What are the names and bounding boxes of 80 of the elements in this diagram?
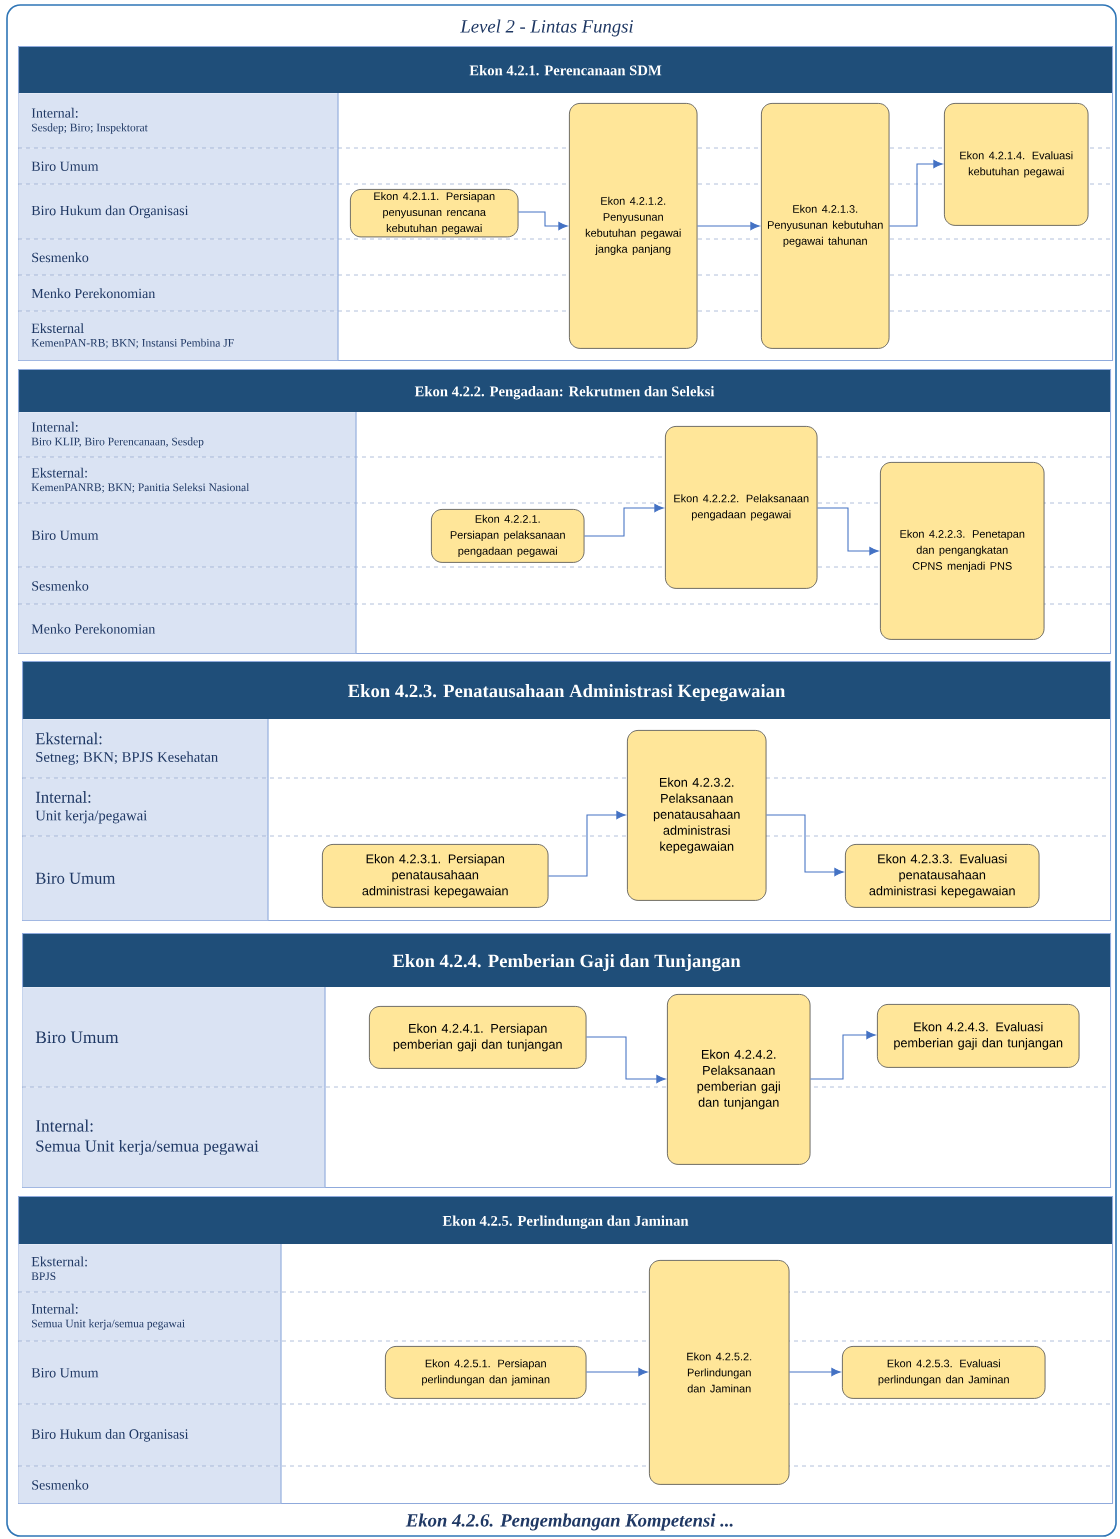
node-label: Internal:	[35, 791, 91, 803]
lane-label-cell: Biro Umum	[18, 148, 339, 185]
page-title: Level 2 - Lintas Fungsi	[460, 19, 634, 37]
node-label: Internal:	[31, 421, 78, 432]
node-label: Biro Umum	[31, 530, 99, 540]
node-label: Internal:	[31, 1303, 78, 1314]
lane-label-cell: Sesmenko	[18, 239, 339, 276]
node-label: Eksternal:	[31, 1256, 87, 1267]
arrow	[583, 503, 664, 537]
process-box: Ekon 4.2.4.2. Pelaksanaan pemberian gaji dan tunjangan	[667, 994, 811, 1165]
process-box: Ekon 4.2.1.2. Penyusunan kebutuhan pegawai jangka panjang	[569, 103, 698, 349]
node-label: Eksternal	[31, 323, 84, 334]
process-box: Ekon 4.2.3.3. Evaluasi penatausahaan administrasi kepegawaian	[845, 844, 1040, 908]
process-box: Ekon 4.2.2.3. Penetapan dan pengangkatan CPNS menjadi PNS	[880, 462, 1045, 640]
node-label: Sesmenko	[32, 580, 89, 591]
process-box: Ekon 4.2.4.1. Persiapan pemberian gaji dan tunjangan	[369, 1006, 587, 1069]
node-label: Eksternal:	[31, 467, 87, 478]
node-label: KemenPAN-RB; BKN; Instansi Pembina JF	[31, 338, 234, 349]
process-box: Ekon 4.2.4.3. Evaluasi pemberian gaji dan tunjangan	[877, 1004, 1080, 1068]
lane-label-cell: Biro Hukum dan Organisasi	[18, 184, 339, 240]
node-label: Setneg; BKN; BPJS Kesehatan	[36, 751, 218, 765]
node-label: Menko Perekonomian	[31, 288, 156, 299]
process-box: Ekon 4.2.5.1. Persiapan perlindungan dan jaminan	[385, 1346, 587, 1399]
arrow	[788, 1367, 841, 1377]
lane-label-cell: Internal: Semua Unit kerja/semua pegawai	[22, 1087, 326, 1188]
process-box: Ekon 4.2.3.2. Pelaksanaan penatausahaan administrasi kepegawaian	[627, 730, 767, 901]
node-label: Biro Umum	[31, 1368, 99, 1378]
lane-label-cell: Eksternal: Setneg; BKN; BPJS Kesehatan	[22, 719, 269, 779]
node-label: KemenPANRB; BKN; Panitia Seleksi Nasional	[31, 483, 250, 493]
node-label: Sesdep; Biro; Inspektorat	[32, 123, 148, 134]
process-box: Ekon 4.2.1.3. Penyusunan kebutuhan pegawai tahunan	[761, 103, 890, 349]
lane-label-cell: Internal: Sesdep; Biro; Inspektorat	[18, 93, 339, 149]
node-label: Internal:	[35, 1119, 93, 1132]
arrow	[888, 159, 943, 227]
next-section-heading: Ekon 4.2.6. Pengembangan Kompetensi ...	[405, 1513, 733, 1531]
process-box: Ekon 4.2.5.2. Perlindungan dan Jaminan	[649, 1260, 790, 1485]
arrow	[547, 810, 626, 877]
lane-label-cell: Sesmenko	[18, 1466, 282, 1504]
lane-label-cell: Biro Umum	[18, 503, 357, 568]
lane-label-cell: Internal: Biro KLIP, Biro Perencanaan, Sesdep	[18, 412, 357, 458]
node-label: Semua Unit kerja/semua pegawai	[36, 1139, 259, 1156]
lane-label-cell: Eksternal KemenPAN-RB; BKN; Instansi Pembina JF	[18, 311, 339, 361]
arrow	[696, 221, 760, 231]
node-label: Internal:	[31, 107, 78, 118]
process-box: Ekon 4.2.2.1. Persiapan pelaksanaan pengadaan pegawai	[431, 509, 585, 563]
lane-label-cell: Sesmenko	[18, 567, 357, 605]
lane-label-cell: Eksternal: BPJS	[18, 1244, 282, 1293]
lane-label-cell: Eksternal: KemenPANRB; BKN; Panitia Seleksi Nasional	[18, 457, 357, 504]
arrow	[765, 814, 844, 877]
process-box: Ekon 4.2.1.1. Persiapan penyusunan rencana kebutuhan pegawai	[350, 189, 519, 238]
node-label: Semua Unit kerja/semua pegawai	[32, 1319, 185, 1330]
lane-label-cell: Biro Hukum dan Organisasi	[18, 1404, 282, 1467]
lane-label-cell: Biro Umum	[22, 987, 326, 1088]
node-label: Biro KLIP, Biro Perencanaan, Sesdep	[31, 437, 204, 448]
arrow	[809, 1030, 876, 1080]
arrow	[517, 211, 568, 231]
node-label: Biro Umum	[31, 161, 99, 171]
arrow	[585, 1036, 666, 1084]
node-label: Eksternal:	[35, 732, 102, 745]
lane-label-cell: Menko Perekonomian	[18, 604, 357, 654]
node-label: Biro Hukum dan Organisasi	[31, 1428, 189, 1442]
node-label: BPJS	[31, 1272, 56, 1281]
process-box: Ekon 4.2.1.4. Evaluasi kebutuhan pegawai	[944, 103, 1089, 226]
process-box: Ekon 4.2.3.1. Persiapan penatausahaan administrasi kepegawaian	[322, 844, 549, 908]
node-label: Unit kerja/pegawai	[35, 810, 147, 824]
node-label: Biro Umum	[35, 872, 116, 884]
lane-label-cell: Biro Umum	[22, 836, 269, 921]
process-box: Ekon 4.2.5.3. Evaluasi perlindungan dan Jaminan	[842, 1346, 1046, 1399]
node-label: Biro Umum	[35, 1031, 119, 1044]
lane-label-cell: Internal: Semua Unit kerja/semua pegawai	[18, 1292, 282, 1342]
node-label: Sesmenko	[32, 252, 89, 263]
lane-label-cell: Menko Perekonomian	[18, 275, 339, 312]
arrow	[585, 1367, 648, 1377]
lane-label-cell: Biro Umum	[18, 1341, 282, 1405]
lane-label-cell: Internal: Unit kerja/pegawai	[22, 778, 269, 837]
node-label: Biro Hukum dan Organisasi	[31, 205, 189, 219]
process-box: Ekon 4.2.2.2. Pelaksanaan pengadaan pegawai	[665, 426, 818, 589]
node-label: Menko Perekonomian	[31, 623, 156, 634]
node-label: Sesmenko	[32, 1479, 89, 1490]
arrow	[816, 507, 879, 556]
